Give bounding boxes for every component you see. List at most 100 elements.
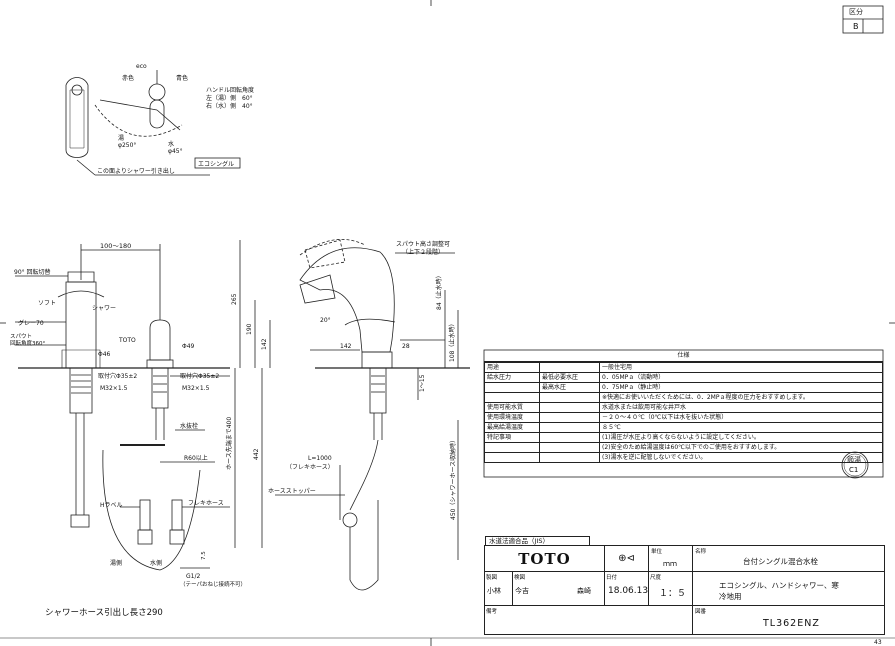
made-cell: 製図 小林 xyxy=(485,572,513,606)
desc-line1: エコシングル、ハンドシャワー、寒 xyxy=(719,581,839,590)
handle-angle-left: 左（湯）側 60° xyxy=(206,94,253,102)
made-by: 小林 xyxy=(487,587,501,595)
checked-by: 今吉 xyxy=(515,587,529,595)
brand-logo: TOTO xyxy=(485,546,605,572)
switch-label: 90° 回転切替 xyxy=(14,268,51,276)
spec-value: 水道水または飲用可能な井戸水 xyxy=(599,402,883,413)
spec-key: 給水圧力 xyxy=(484,372,540,383)
scale-value: １：５ xyxy=(659,589,687,599)
scale-label: 尺度 xyxy=(650,575,662,581)
hole2-label: 取付穴Φ35±2 xyxy=(180,372,219,380)
scale-cell: 尺度 １：５ xyxy=(649,572,693,606)
gray70-label: グレー70 xyxy=(18,319,44,327)
check-cell: 検図 今吉 森崎 xyxy=(513,572,605,606)
spec-subkey: 最高水圧 xyxy=(539,382,600,393)
title-block: 水道法適合品（JIS） TOTO ⊕⊲ 単位 ｍｍ 名称 台付シングル混合水栓 … xyxy=(484,536,885,635)
corner-value: B xyxy=(853,22,859,31)
spout-adjust-2: （上下２段階） xyxy=(402,248,444,256)
unit-value: ｍｍ xyxy=(663,560,677,568)
corner-label: 区分 xyxy=(849,7,863,16)
spec-key xyxy=(484,392,540,403)
pull-note: この面よりシャワー引き出し xyxy=(97,167,175,175)
spec-subkey xyxy=(539,422,600,433)
d46-label: Φ46 xyxy=(98,351,111,358)
spec-title: 仕様 xyxy=(484,350,883,362)
eco-single-label: エコシングル xyxy=(198,160,234,168)
shower-label: シャワー xyxy=(92,305,116,312)
date-cell: 日付 18.06.13 xyxy=(605,572,649,606)
spec-row: 使用可能水質水道水または飲用可能な井戸水 xyxy=(484,402,883,413)
red-label: 赤色 xyxy=(122,74,134,82)
spec-subkey xyxy=(539,362,600,373)
spec-key: 最高給湯温度 xyxy=(484,422,540,433)
dim-width: 100～180 xyxy=(100,242,131,250)
spec-key: 特記事項 xyxy=(484,432,540,443)
spec-key xyxy=(484,452,540,463)
drawing-label: 図番 xyxy=(695,609,707,615)
spec-subkey xyxy=(539,432,600,443)
spec-value: ※快適にお使いいただくためには、0．2MPａ程度の圧力をおすすめします。 xyxy=(599,392,883,403)
soft-label: ソフト xyxy=(38,300,56,307)
dim-190: 190 xyxy=(246,323,253,335)
spec-subkey xyxy=(539,452,600,463)
desc-line2: 冷地用 xyxy=(719,592,742,601)
spec-row: (3)湯水を逆に配管しないでください。 xyxy=(484,452,883,463)
spec-row: 特記事項 (1)湯圧が水圧より高くならないように設定してください。 xyxy=(484,432,883,443)
spec-row: 使用環境温度－２０～４０℃（0℃以下は水を抜いた状態） xyxy=(484,412,883,423)
flex-hose-label: （フレキホース） xyxy=(286,464,334,471)
handle-angle-title: ハンドル回転角度 xyxy=(206,86,254,94)
spec-row: ※快適にお使いいただくためには、0．2MPａ程度の圧力をおすすめします。 xyxy=(484,392,883,403)
spec-key xyxy=(484,442,540,453)
dim-265: 265 xyxy=(231,293,238,305)
spec-value: 0．75MPａ（静止時） xyxy=(599,382,883,393)
spec-value: 0．05MPａ（流動時） xyxy=(599,372,883,383)
spec-value: (3)湯水を逆に配管しないでください。 xyxy=(599,452,883,463)
check-label: 検図 xyxy=(514,575,526,581)
note-label: 備考 xyxy=(486,609,498,615)
spec-key: 使用環境温度 xyxy=(484,412,540,423)
spec-subkey: 最低必要水圧 xyxy=(539,372,600,383)
toto-label: TOTO xyxy=(118,337,136,344)
hose-stopper-label: ホースストッパー xyxy=(268,488,316,495)
spec-value: (2)安全のため給湯温度は60℃以下でのご使用をおすすめします。 xyxy=(599,442,883,453)
unit-cell: 単位 ｍｍ xyxy=(649,546,693,572)
dim-142: 142 xyxy=(261,338,268,350)
spec-value: (1)湯圧が水圧より高くならないように設定してください。 xyxy=(599,432,883,443)
spec-key: 用途 xyxy=(484,362,540,373)
drawing-no-cell: 図番 TL362ENZ xyxy=(693,606,884,634)
date-value: 18.06.13 xyxy=(608,586,649,596)
g12-label: G1/2 xyxy=(186,573,200,580)
spec-subkey xyxy=(539,402,600,413)
side-450: 450（シャワーホース収納時） xyxy=(449,437,457,520)
stamp-line2: C1 xyxy=(849,466,858,474)
made-label: 製図 xyxy=(486,575,498,581)
d49-label: Φ49 xyxy=(182,343,195,350)
pull-length-note: シャワーホース引出し長さ290 xyxy=(45,607,163,618)
eco-label: eco xyxy=(136,63,147,70)
m32b-label: M32×1.5 xyxy=(182,385,210,392)
drawing-number: TL362ENZ xyxy=(763,618,820,629)
hose-400: ホース先端まで400 xyxy=(225,417,233,470)
spec-row: (2)安全のため給湯温度は60℃以下でのご使用をおすすめします。 xyxy=(484,442,883,453)
stopcock-label: 水抜栓 xyxy=(180,422,198,430)
hot-side-label: 湯側 xyxy=(110,559,122,567)
cold-side-label: 水側 xyxy=(150,559,162,567)
projection-symbol: ⊕⊲ xyxy=(605,546,649,572)
spec-subkey xyxy=(539,412,600,423)
approved-by: 森崎 xyxy=(577,587,591,595)
jis-label: 水道法適合品（JIS） xyxy=(485,536,590,546)
side-15: 1～15 xyxy=(419,374,426,392)
dim-442: 442 xyxy=(253,448,260,460)
unit-label: 単位 xyxy=(651,549,663,555)
r60-label: R60以上 xyxy=(184,454,208,462)
desc-cell: エコシングル、ハンドシャワー、寒 冷地用 xyxy=(693,572,884,606)
